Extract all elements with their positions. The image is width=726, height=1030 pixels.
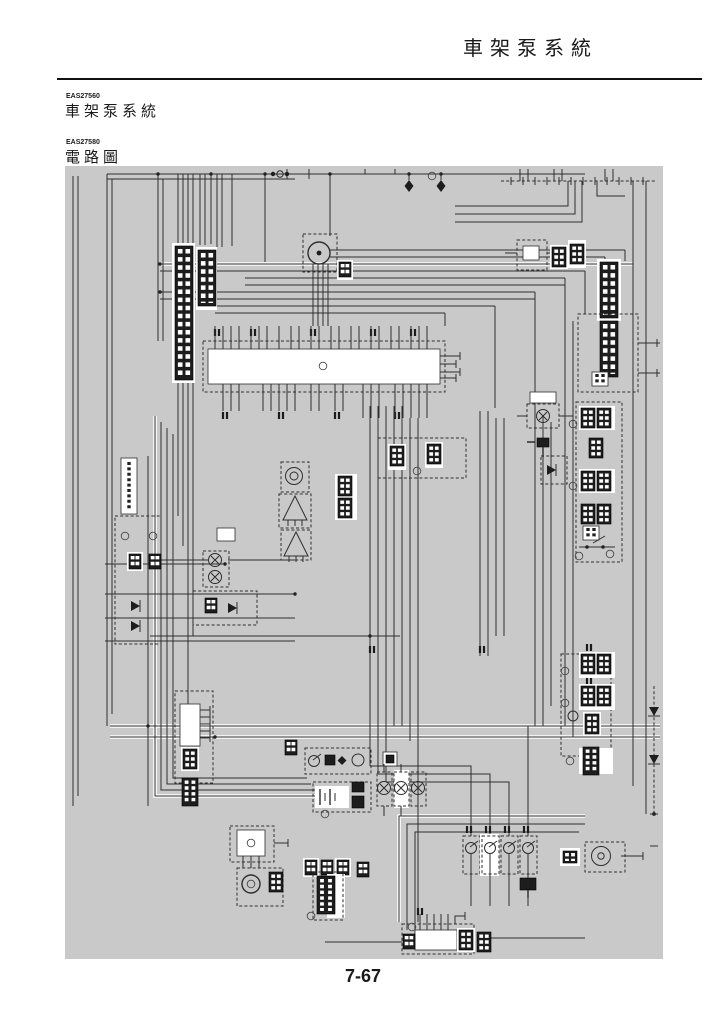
section-title-1: 車架泵系統 [65,102,161,120]
flasher-relay-stack [202,527,236,588]
multipin-connector-left-b [196,247,217,310]
tail-lamp-boxes [376,764,427,816]
indicator-lamp-cluster [278,461,312,563]
page-header-title: 車架泵系統 [463,36,598,60]
fan-motor-cluster [519,841,626,898]
grid-connector-bottom [306,871,345,921]
wiring-diagram [65,166,663,959]
wire-bundle-center-vertical [369,406,529,922]
multipin-connector-left-a [172,243,195,383]
starter-relay-circuit [283,738,398,775]
section-title-2: 電路圖 [65,148,123,166]
joint-label-strip [120,457,138,515]
diagram-background [65,166,663,959]
ecu-block [202,326,461,418]
handlebar-switch-column [568,401,623,563]
sensor-box-mid-left [192,590,258,626]
pin-strip-right-upper [597,259,621,321]
wire-bundle-left-connectors [177,174,223,726]
battery [312,781,372,819]
right-edge-diodes [647,706,661,847]
relay-small-box [540,455,568,485]
bottom-connector-block [401,912,493,955]
connector-stack-center [335,474,357,520]
wire-bundle-center-horizontal [160,249,633,408]
connector-pair-center [377,437,467,479]
section-code-1: EAS27560 [66,93,100,100]
right-connector-column [560,652,615,777]
relay-cluster-top-right [505,239,586,271]
wire-left-cluster [72,176,295,806]
switch-row-bottom [462,834,538,906]
header-rule [57,78,702,80]
section-code-2: EAS27580 [66,139,100,146]
page-number: 7-67 [344,966,382,986]
ignition-switch [302,233,405,326]
meter-lamp-box [517,391,573,429]
pin-strip-right-lower [577,313,639,393]
fuse-panel [174,690,214,808]
headlight-unit [229,825,289,907]
wire-loops-bottom [110,635,660,938]
wire-loops-left [147,416,315,806]
diode-block-left [114,515,163,645]
sensor-t-component [527,437,550,457]
